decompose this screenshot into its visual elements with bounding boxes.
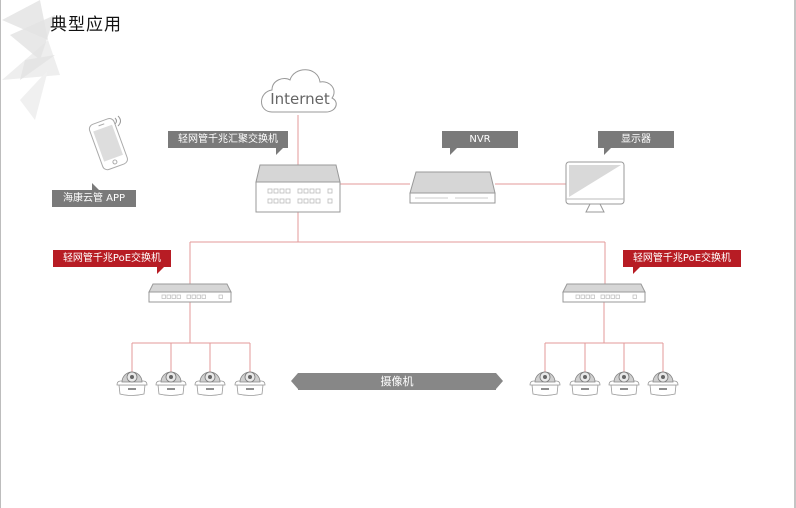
page-title: 典型应用 — [50, 15, 122, 35]
dome-camera-icon — [116, 371, 148, 397]
smartphone-icon — [88, 118, 128, 171]
label-pointer — [604, 148, 611, 155]
dome-camera-icon — [194, 371, 226, 397]
poe-switch-right-label-text: 轻网管千兆PoE交换机 — [632, 253, 732, 264]
cameras-right — [529, 371, 679, 397]
poe-switch-left-icon — [148, 283, 232, 303]
monitor-icon — [565, 161, 625, 213]
frame-right-border — [794, 0, 796, 508]
display-label-text: 显示器 — [621, 134, 651, 145]
label-pointer — [276, 148, 283, 155]
label-pointer — [633, 267, 640, 274]
aggregation-switch-label: 轻网管千兆汇聚交换机 — [168, 131, 288, 155]
internet-label: Internet — [270, 90, 330, 108]
poe-switch-left-label-text: 轻网管千兆PoE交换机 — [62, 253, 162, 264]
cameras-banner: 摄像机 — [291, 373, 503, 390]
app-label: 海康云管 APP — [52, 183, 136, 207]
app-label-text: 海康云管 APP — [62, 193, 126, 204]
dome-camera-icon — [155, 371, 187, 397]
poe-switch-right-icon — [562, 283, 646, 303]
nvr-icon — [409, 171, 496, 204]
poe-switch-right-label: 轻网管千兆PoE交换机 — [623, 250, 741, 274]
nvr-label-text: NVR — [469, 134, 491, 145]
display-label: 显示器 — [598, 131, 674, 155]
cameras-left — [116, 371, 266, 397]
aggregation-switch-icon — [255, 164, 341, 213]
label-pointer — [157, 267, 164, 274]
dome-camera-icon — [569, 371, 601, 397]
wifi-signal-icon — [114, 115, 121, 127]
cloud-icon — [261, 69, 337, 113]
dome-camera-icon — [647, 371, 679, 397]
nvr-label: NVR — [442, 131, 518, 155]
dome-camera-icon — [529, 371, 561, 397]
corner-decoration — [2, 0, 60, 120]
dome-camera-icon — [608, 371, 640, 397]
dome-camera-icon — [234, 371, 266, 397]
label-pointer — [92, 183, 99, 190]
poe-switch-left-label: 轻网管千兆PoE交换机 — [53, 250, 171, 274]
label-pointer — [450, 148, 457, 155]
frame-left-border — [0, 0, 1, 508]
aggregation-switch-label-text: 轻网管千兆汇聚交换机 — [178, 134, 278, 145]
network-links — [131, 115, 664, 372]
